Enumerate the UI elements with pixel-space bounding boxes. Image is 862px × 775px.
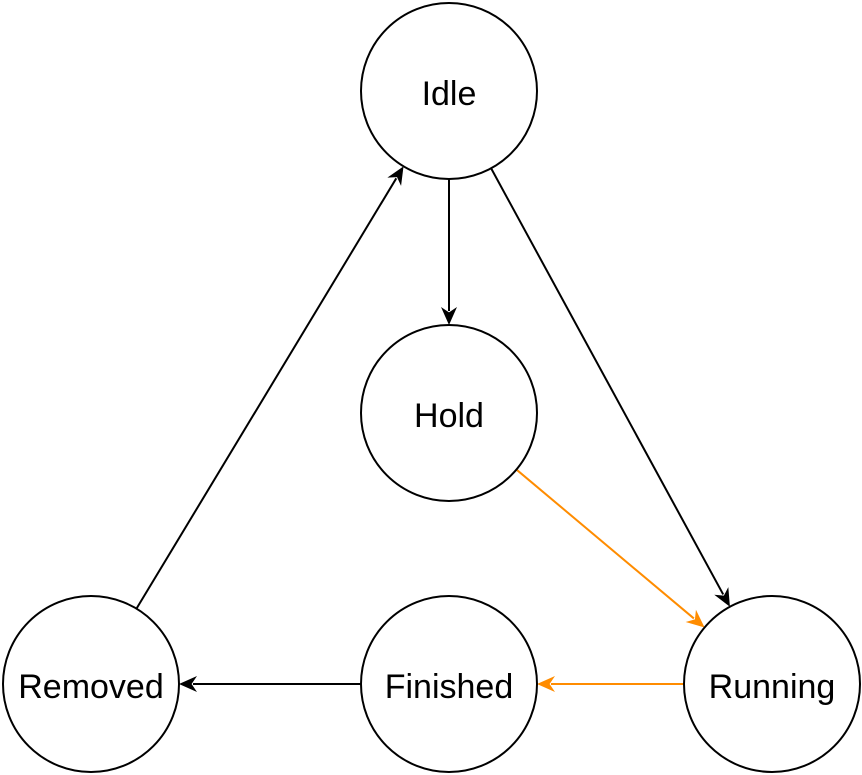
arrowhead-icon: [387, 166, 404, 186]
edge-idle-to-hold: [441, 179, 457, 325]
node-removed: Removed: [2, 595, 180, 773]
arrowhead-icon: [441, 307, 457, 325]
arrowhead-icon: [537, 676, 555, 692]
node-running-circle: [683, 595, 861, 773]
edge-running-to-finished: [537, 676, 684, 692]
node-hold-label: Hold: [414, 397, 484, 435]
node-removed-circle: [2, 595, 180, 773]
node-finished-label: Finished: [385, 668, 514, 706]
node-idle-circle: [360, 2, 538, 180]
edge-line: [135, 177, 398, 610]
node-idle: Idle: [360, 2, 538, 180]
edge-line: [490, 167, 725, 595]
arrowhead-icon: [685, 609, 705, 628]
node-removed-label: Removed: [18, 668, 164, 706]
edge-finished-to-removed: [179, 676, 361, 692]
arrowhead-icon: [714, 587, 730, 607]
edge-line: [515, 468, 695, 620]
node-running: Running: [683, 595, 861, 773]
node-hold-circle: [360, 324, 538, 502]
node-idle-label: Idle: [422, 75, 477, 113]
node-hold: Hold: [360, 324, 538, 502]
node-finished-circle: [360, 595, 538, 773]
edges-layer: [135, 166, 730, 692]
arrowhead-icon: [179, 676, 197, 692]
edge-idle-to-running: [490, 167, 730, 607]
node-finished: Finished: [360, 595, 538, 773]
edge-hold-to-running: [515, 468, 705, 628]
edge-removed-to-idle: [135, 166, 404, 610]
node-running-label: Running: [709, 668, 836, 706]
